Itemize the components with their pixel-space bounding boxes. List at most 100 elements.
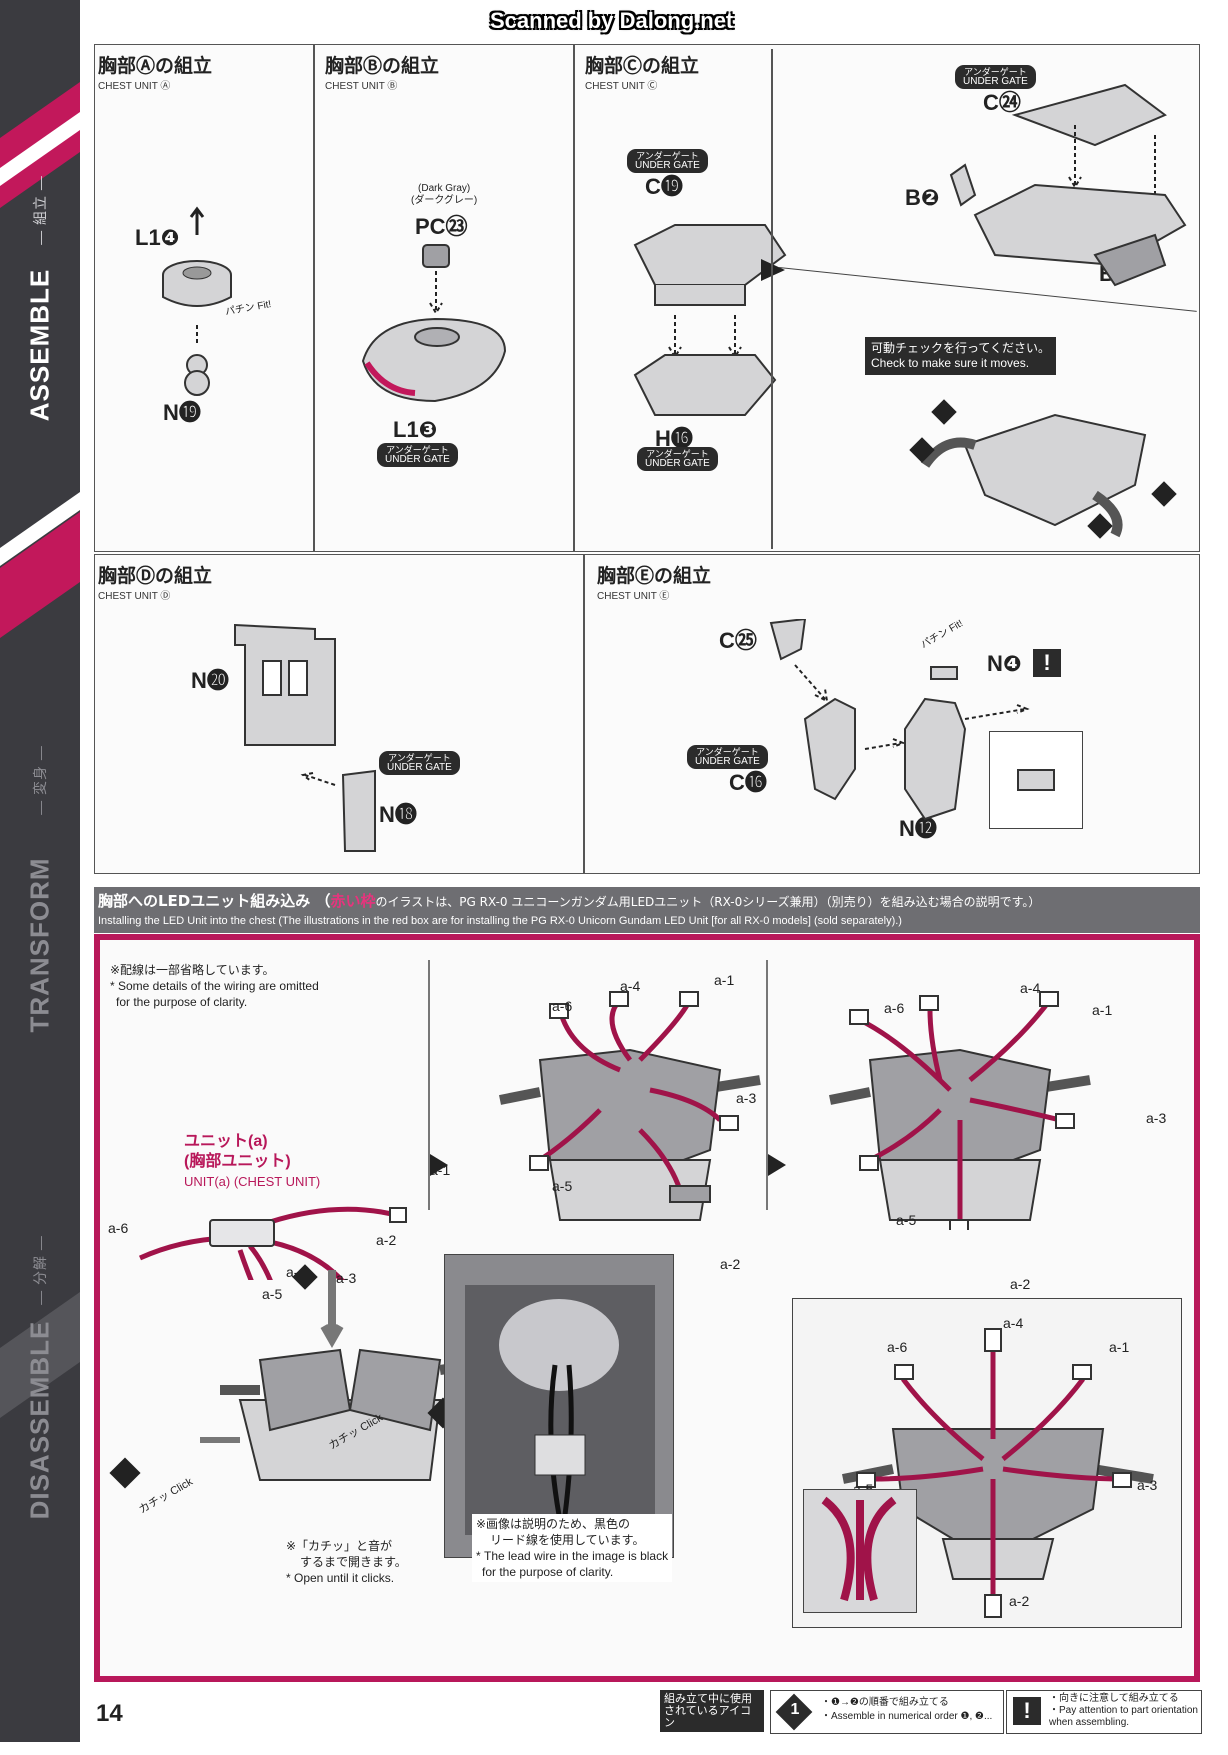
gate-en: UNDER GATE <box>385 454 450 465</box>
wire-label-a4: a-4 <box>1020 980 1041 996</box>
black-wire-note-en: for the purpose of clarity. <box>482 1565 614 1579</box>
check-note: 可動チェックを行ってください。 Check to make sure it mo… <box>865 337 1057 375</box>
panel-subtitle: CHEST UNIT Ⓓ <box>98 591 171 602</box>
panel-title: 胸部Ⓑの組立 <box>325 55 440 77</box>
gate-en: UNDER GATE <box>695 756 760 767</box>
wire-label-a5: a-5 <box>896 1212 917 1228</box>
gate-jp: アンダーゲート <box>386 445 449 455</box>
gate-jp: アンダーゲート <box>636 151 699 161</box>
sidebar-transform-jp: — 変身 — <box>32 745 48 815</box>
lead-wire-photo <box>465 1285 655 1535</box>
open-note-jp: ※「カチッ」と音が <box>286 1539 393 1553</box>
detail-inset <box>803 1489 917 1613</box>
wire-detail-illustration <box>821 1496 897 1602</box>
unit-label-jp: ユニット(a) <box>184 1133 268 1150</box>
led-title-paren: （ <box>315 892 331 910</box>
wire-label-a6: a-6 <box>887 1339 908 1355</box>
sidebar: ASSEMBLE — 組立 — TRANSFORM — 変身 — DISASSE… <box>0 0 80 1742</box>
wire-label-a4: a-4 <box>1003 1315 1024 1331</box>
part-illustration <box>1017 769 1055 791</box>
part-label: B❷ <box>905 185 940 210</box>
wire-label-a1: a-1 <box>1109 1339 1130 1355</box>
part-illustration <box>769 619 1030 821</box>
wire-label-a5: a-5 <box>552 1178 573 1194</box>
part-label: N⓳ <box>163 400 201 425</box>
wiring-note-en: * Some details of the wiring are omitted <box>110 979 319 993</box>
panel-subtitle: CHEST UNIT Ⓔ <box>597 591 670 602</box>
flow-arrow-icon <box>430 1154 448 1176</box>
panel-title: 胸部Ⓐの組立 <box>98 55 213 77</box>
final-inset: a-4 a-1 a-6 a-3 a-5 a-2 <box>792 1298 1182 1628</box>
legend-title-jp: 組み立て中に使用 <box>664 1693 752 1705</box>
panel-chest-a: 胸部Ⓐの組立 CHEST UNIT Ⓐ L1❹ N⓳ パチン Fit! <box>94 44 314 552</box>
legend-orient-text: ・向きに注意して組み立てる ・Pay attention to part ori… <box>1049 1693 1198 1729</box>
panel-title: 胸部Ⓒの組立 <box>585 55 700 77</box>
panel-title: 胸部Ⓓの組立 <box>98 565 213 587</box>
wire-label-a2: a-2 <box>1009 1593 1030 1609</box>
gate-en: UNDER GATE <box>645 458 710 469</box>
chest-open-illustration <box>200 1264 500 1481</box>
divider <box>766 960 768 1210</box>
flow-arrow-icon <box>768 1154 786 1176</box>
unit-label: ユニット(a) (胸部ユニット) UNIT(a) (CHEST UNIT) <box>184 1132 320 1192</box>
legend-orient-en: ・Pay attention to part orientation <box>1049 1705 1198 1716</box>
gate-en: UNDER GATE <box>963 76 1028 87</box>
sidebar-assemble-jp: — 組立 — <box>32 175 48 245</box>
part-illustration <box>162 206 232 396</box>
black-wire-note-jp: リード線を使用しています。 <box>490 1533 645 1547</box>
panel-subtitle: CHEST UNIT Ⓐ <box>98 81 171 92</box>
wire-label-a4: a-4 <box>620 978 641 994</box>
sidebar-disassemble-label: DISASSEMBLE <box>24 1320 55 1520</box>
gate-jp: アンダーゲート <box>646 449 709 459</box>
part-illustration <box>930 666 958 680</box>
photo-inset <box>444 1254 674 1558</box>
led-instruction-frame: ※配線は一部省略しています。 * Some details of the wir… <box>94 934 1200 1682</box>
part-illustration <box>234 623 376 852</box>
black-wire-note: ※画像は説明のため、黒色の リード線を使用しています。 * The lead w… <box>472 1514 673 1582</box>
part-label: PC㉓ <box>415 214 468 239</box>
wire-label-a5: a-5 <box>262 1286 283 1302</box>
color-note: (Dark Gray) (ダークグレー) <box>411 183 477 207</box>
legend-orient-jp: ・向きに注意して組み立てる <box>1049 1693 1179 1704</box>
wire-label-a1: a-1 <box>1092 1002 1113 1018</box>
step-badge <box>109 1457 141 1489</box>
flow-arrow-icon <box>761 259 785 281</box>
watermark: Scanned by Dalong.net <box>490 8 734 33</box>
led-title-main: 胸部へのLEDユニット組み込み <box>98 892 311 910</box>
wire-label-a3: a-3 <box>1146 1110 1167 1126</box>
gate-jp: アンダーゲート <box>696 747 759 757</box>
part-label: N❹ <box>987 651 1022 676</box>
gate-en: UNDER GATE <box>387 762 452 773</box>
led-title-red: 赤い枠 <box>330 892 376 910</box>
led-title-rest: のイラストは、PG RX-0 ユニコーンガンダム用LEDユニット（RX-0シリー… <box>375 895 1041 909</box>
part-label: N⓬ <box>899 816 937 841</box>
part-label: C⓳ <box>645 174 683 199</box>
legend-title: 組み立て中に使用 されているアイコン Symbols used in instr… <box>660 1690 764 1753</box>
wiring-note-en: for the purpose of clarity. <box>116 995 248 1009</box>
part-label: C㉕ <box>719 628 757 653</box>
wire-label-a1: a-1 <box>714 972 735 988</box>
led-unit-illustration <box>138 1206 407 1280</box>
click-label: カチッ Click <box>137 1475 195 1517</box>
legend-order-en: ・Assemble in numerical order ❶, ❷... <box>821 1711 993 1722</box>
legend-orient-en: when assembling. <box>1049 1717 1130 1728</box>
wiring-note-jp: ※配線は一部省略しています。 <box>110 963 275 977</box>
unit-label-jp: (胸部ユニット) <box>184 1153 291 1170</box>
part-label: N⓲ <box>379 802 417 827</box>
legend-order: 1 ・❶→❷の順番で組み立てる ・Assemble in numerical o… <box>770 1690 1004 1734</box>
step-order-icon-number: 1 <box>790 1701 800 1718</box>
part-illustration <box>633 224 787 416</box>
divider <box>771 49 773 549</box>
gate-jp: アンダーゲート <box>964 67 1027 77</box>
color-note-en: (Dark Gray) <box>418 183 471 194</box>
panel-chest-e: 胸部Ⓔの組立 CHEST UNIT Ⓔ C㉕ N❹ ! パチン Fit! アンダ… <box>584 554 1200 874</box>
part-illustration <box>949 83 1187 287</box>
wire-label-a6: a-6 <box>884 1000 905 1016</box>
open-note-en: * Open until it clicks. <box>286 1571 395 1585</box>
divider <box>428 960 430 1210</box>
